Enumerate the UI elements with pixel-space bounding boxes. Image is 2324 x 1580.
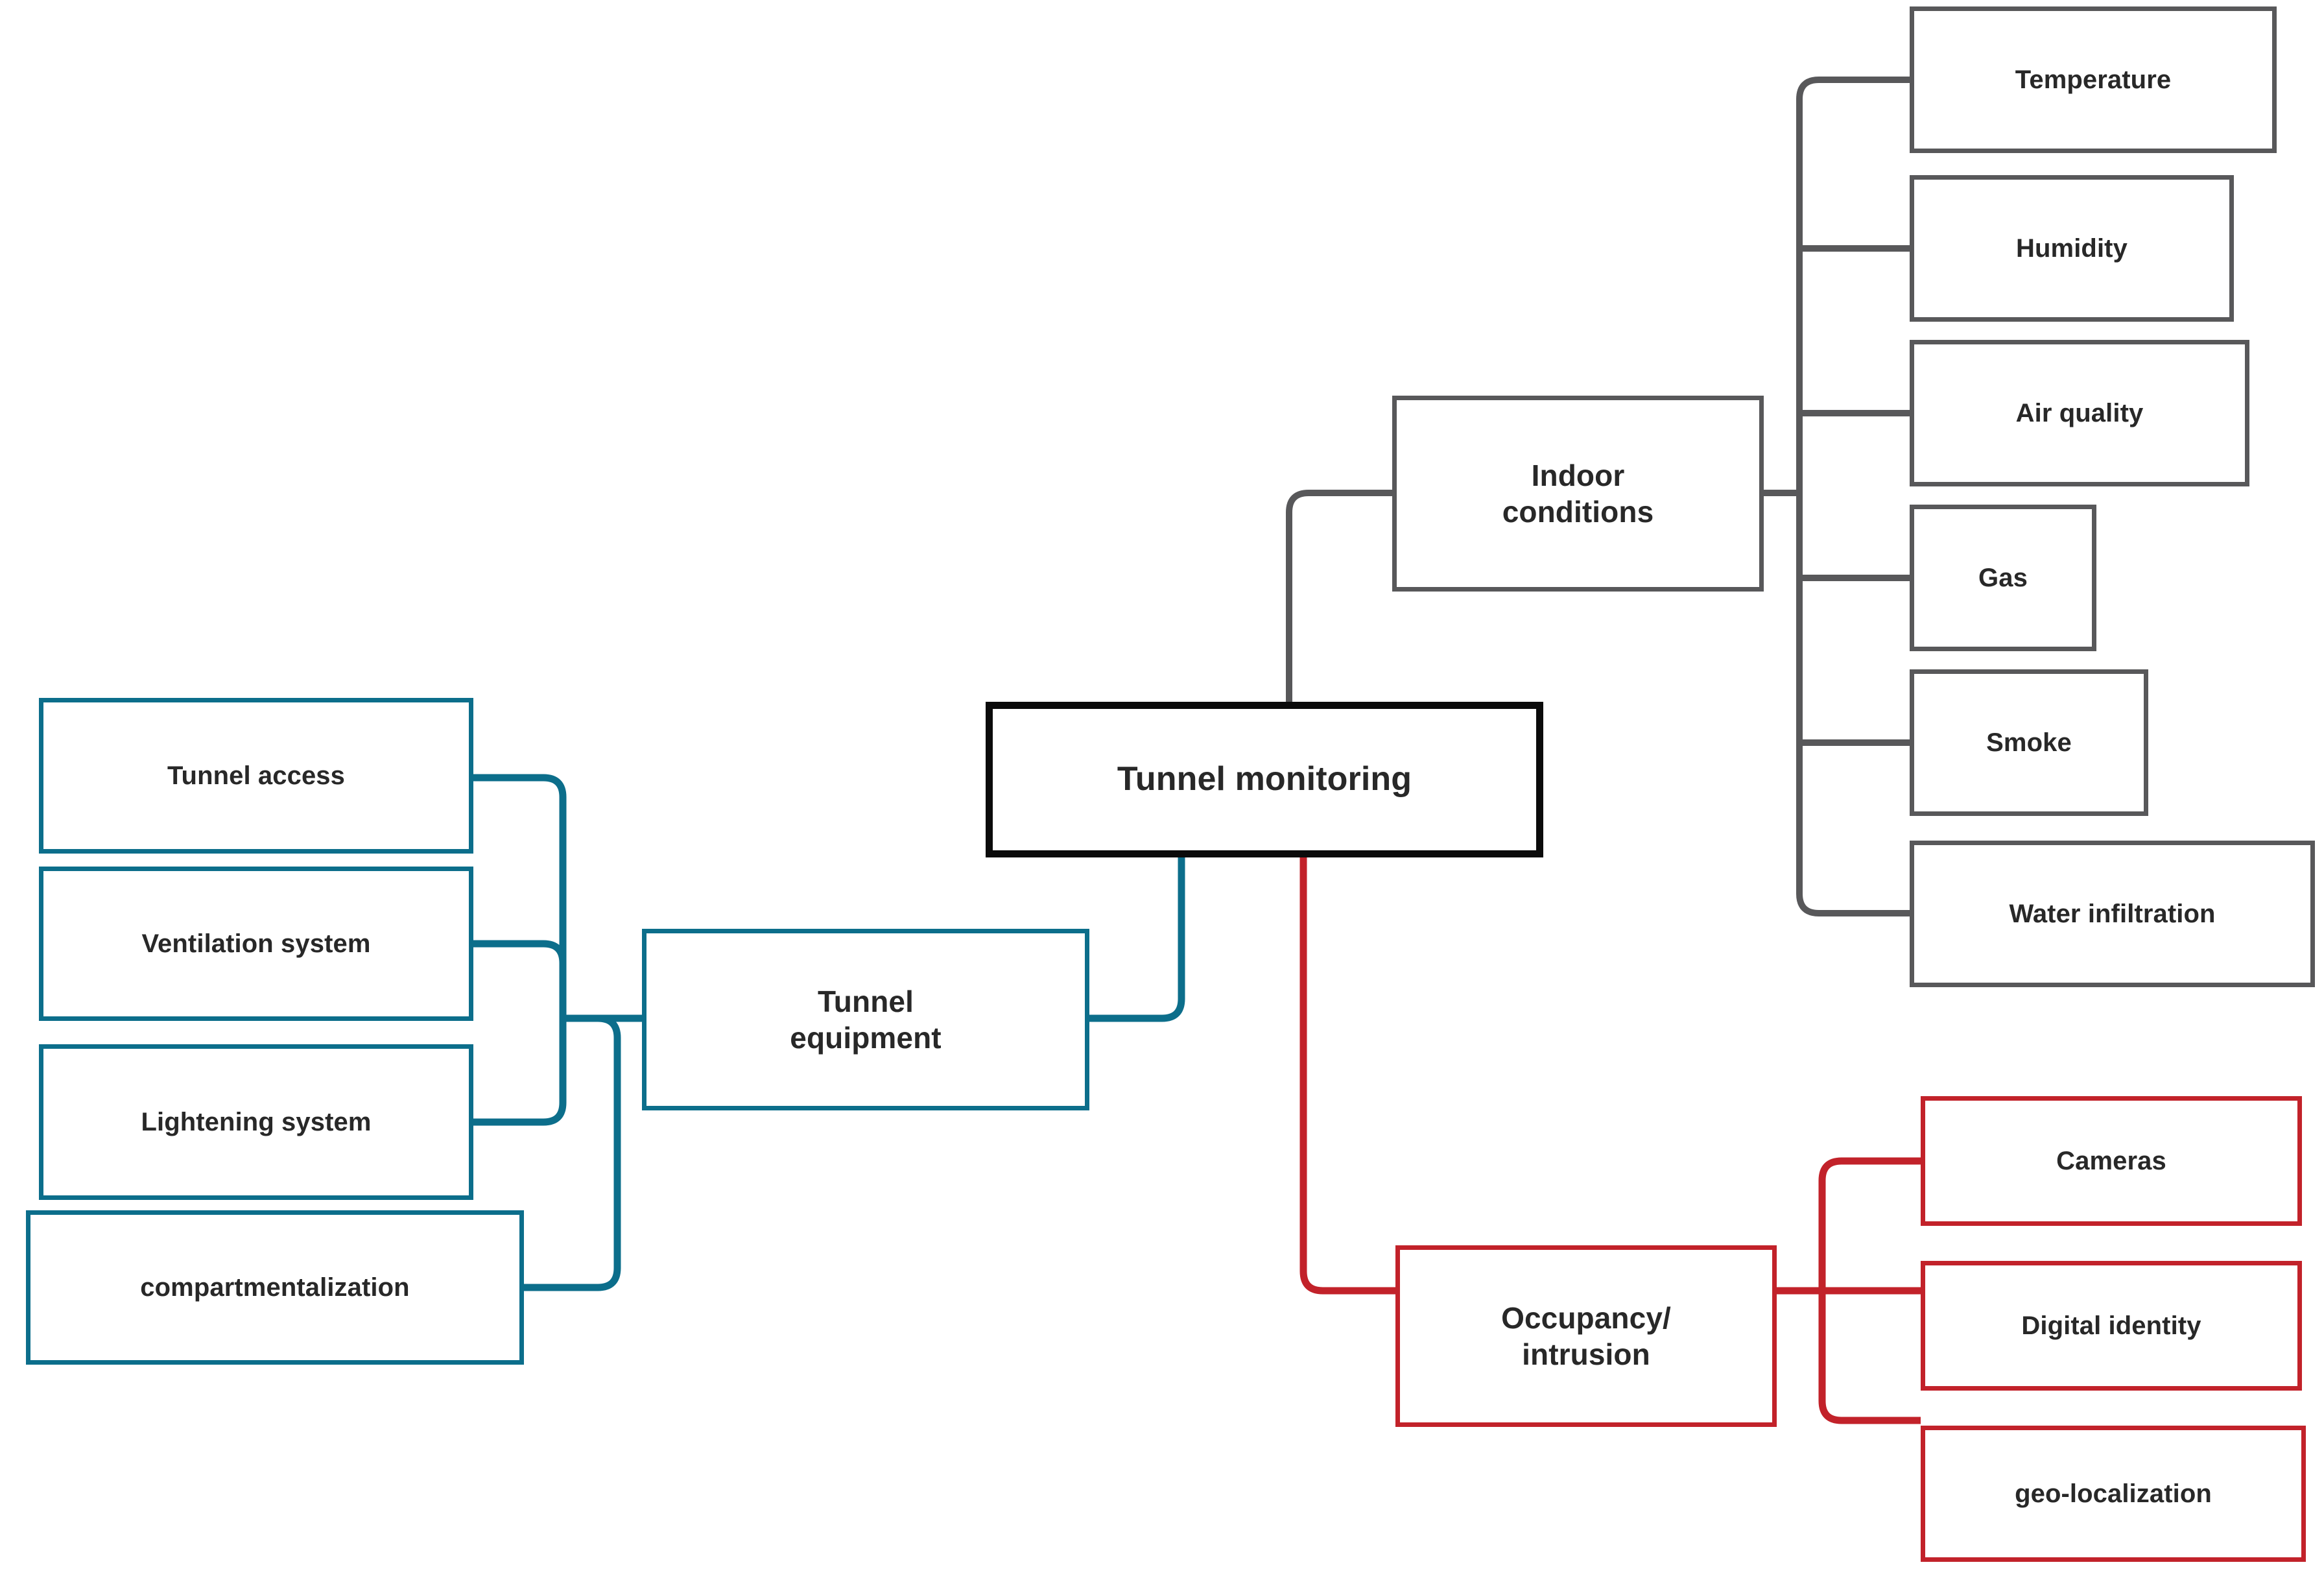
node-label-compartmentalization: compartmentalization (140, 1273, 410, 1302)
node-smoke[interactable]: Smoke (1910, 669, 2148, 816)
node-cameras[interactable]: Cameras (1921, 1096, 2302, 1226)
node-geo-localization[interactable]: geo-localization (1921, 1426, 2306, 1562)
node-label-tunnel-equipment: Tunnel equipment (790, 984, 942, 1055)
node-label-gas: Gas (1978, 563, 2028, 592)
node-tunnel-monitoring[interactable]: Tunnel monitoring (986, 702, 1543, 857)
link-root-tunnel-equipment (1089, 857, 1185, 1022)
node-water-infiltration[interactable]: Water infiltration (1910, 841, 2315, 987)
node-label-lightening-system: Lightening system (141, 1107, 372, 1136)
node-tunnel-equipment[interactable]: Tunnel equipment (642, 929, 1089, 1110)
link-equipment-tunnel-access (473, 774, 567, 999)
node-label-occupancy-intrusion: Occupancy/ intrusion (1501, 1300, 1671, 1371)
node-label-digital-identity: Digital identity (2021, 1311, 2201, 1340)
node-label-cameras: Cameras (2056, 1146, 2166, 1175)
node-label-geo-localization: geo-localization (2015, 1479, 2212, 1508)
link-occupancy-geo-localization (1818, 1400, 1921, 1424)
link-equipment-ventilation-system (473, 940, 567, 999)
node-lightening-system[interactable]: Lightening system (39, 1044, 473, 1200)
node-humidity[interactable]: Humidity (1910, 175, 2234, 322)
node-tunnel-access[interactable]: Tunnel access (39, 698, 473, 854)
link-equipment-lightening-system (473, 1038, 567, 1126)
node-compartmentalization[interactable]: compartmentalization (26, 1210, 524, 1365)
link-equipment-compartmentalization (524, 1014, 621, 1291)
node-label-temperature: Temperature (2015, 65, 2172, 94)
node-label-ventilation-system: Ventilation system (141, 929, 371, 958)
node-label-indoor-conditions: Indoor conditions (1502, 458, 1654, 529)
node-occupancy-intrusion[interactable]: Occupancy/ intrusion (1395, 1245, 1777, 1427)
node-label-smoke: Smoke (1986, 728, 2072, 757)
node-label-tunnel-access: Tunnel access (167, 761, 345, 790)
node-gas[interactable]: Gas (1910, 505, 2096, 651)
link-indoor-water-infiltration (1796, 893, 1910, 916)
node-label-tunnel-monitoring: Tunnel monitoring (1117, 760, 1412, 798)
link-occupancy-cameras (1818, 1157, 1921, 1181)
node-label-water-infiltration: Water infiltration (2009, 899, 2216, 928)
node-label-humidity: Humidity (2016, 233, 2128, 263)
link-indoor-temperature (1796, 77, 1910, 100)
node-ventilation-system[interactable]: Ventilation system (39, 867, 473, 1021)
link-root-occupancy (1299, 857, 1395, 1295)
link-root-indoor-conditions (1286, 490, 1392, 702)
node-temperature[interactable]: Temperature (1910, 6, 2277, 153)
node-air-quality[interactable]: Air quality (1910, 340, 2249, 486)
node-digital-identity[interactable]: Digital identity (1921, 1261, 2302, 1391)
node-label-air-quality: Air quality (2015, 398, 2144, 427)
node-indoor-conditions[interactable]: Indoor conditions (1392, 396, 1764, 592)
